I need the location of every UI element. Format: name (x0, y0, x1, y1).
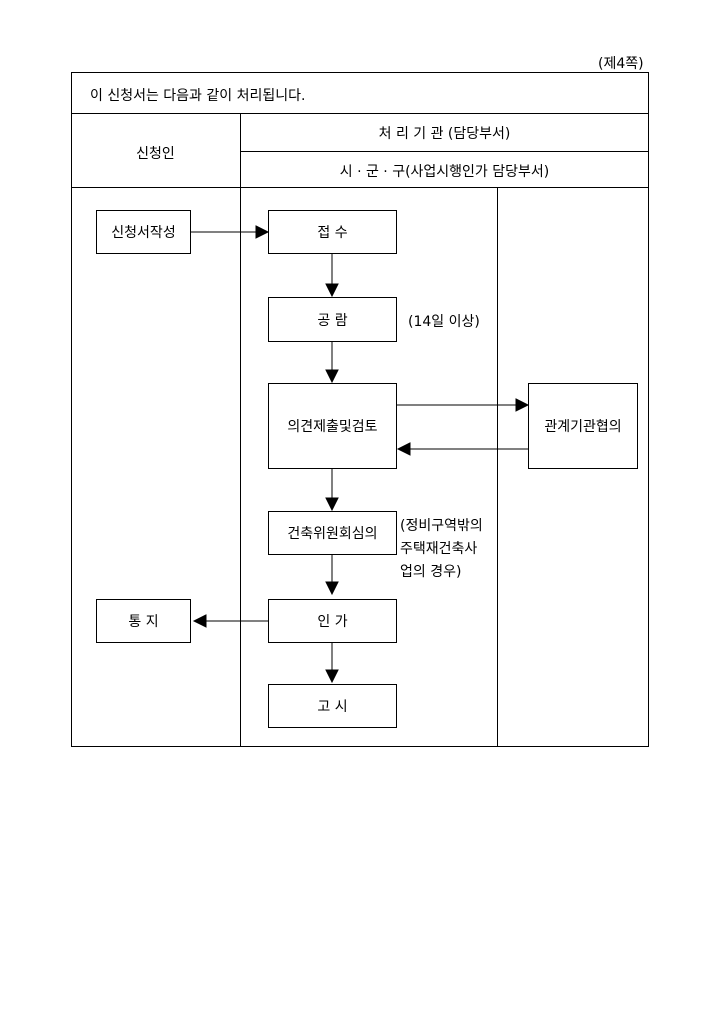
receipt-box: 접 수 (268, 210, 397, 254)
department-header: 시 · 군 · 구(사업시행인가 담당부서) (339, 164, 550, 180)
committee-note-line2: 주택재건축사 (400, 541, 478, 557)
inspection-period-note: (14일 이상) (408, 314, 480, 330)
notification-box: 통 지 (96, 599, 191, 643)
agency-consultation-box: 관계기관협의 (528, 383, 638, 469)
applicant-header: 신청인 (136, 146, 175, 162)
page-number: (제4쪽) (598, 56, 644, 72)
column-divider (497, 187, 498, 747)
building-committee-box: 건축위원회심의 (268, 511, 397, 555)
intro-text: 이 신청서는 다음과 같이 처리됩니다. (90, 88, 306, 104)
announcement-box: 고 시 (268, 684, 397, 728)
process-table (71, 72, 649, 747)
review-box: 의견제출및검토 (268, 383, 397, 469)
committee-note-line1: (정비구역밖의 (400, 518, 483, 534)
approval-box: 인 가 (268, 599, 397, 643)
write-application-box: 신청서작성 (96, 210, 191, 254)
committee-note-line3: 업의 경우) (400, 564, 462, 580)
column-divider (240, 113, 241, 747)
table-rule (240, 151, 649, 152)
processing-org-header: 처 리 기 관 (담당부서) (378, 126, 511, 142)
table-rule (71, 113, 649, 114)
table-rule (71, 187, 649, 188)
public-inspection-box: 공 람 (268, 297, 397, 342)
